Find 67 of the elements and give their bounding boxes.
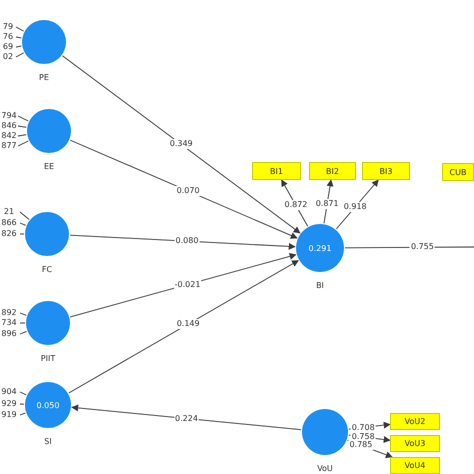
edge-label: 0.349 [168, 139, 194, 150]
edge-label: 842 [0, 131, 18, 141]
arrow [70, 140, 298, 239]
arrow [62, 55, 301, 234]
edge-label: 0.080 [174, 236, 200, 246]
edge-label: 69 [2, 42, 14, 52]
indicator-box: BI2 [309, 162, 356, 180]
edge-label: 734 [0, 318, 18, 328]
indicator-box: CUB [442, 163, 474, 181]
indicator-box: VoU2 [390, 413, 440, 430]
connector-line [20, 312, 27, 316]
indicator-box: BI1 [252, 162, 301, 180]
edge-label: 0.149 [176, 319, 201, 330]
connector-line [18, 126, 27, 128]
indicator-box: VoU3 [390, 435, 440, 452]
edge-label: 846 [0, 121, 18, 131]
connector-line [18, 134, 27, 136]
edge-label: 0.708 [350, 422, 376, 433]
arrow [70, 234, 296, 250]
edge-label: -0.021 [174, 280, 202, 290]
connector-line [16, 52, 24, 58]
variable-label: FC [42, 265, 52, 274]
variable-label: VoU [317, 464, 333, 473]
edge-label: 0.755 [410, 242, 435, 252]
connector-line [20, 322, 26, 324]
edge-label: 0.070 [176, 186, 201, 196]
edge-label: 0.785 [348, 440, 374, 450]
edge-label: 0.872 [283, 200, 308, 210]
connector-line [16, 46, 22, 48]
edge-label: 79 [2, 22, 14, 32]
latent-variable-circle: 0.050 [25, 382, 71, 428]
edge-label: 826 [0, 229, 18, 239]
edge-label: 794 [0, 111, 18, 121]
variable-label: EE [44, 162, 54, 171]
connector-line [16, 36, 22, 38]
edge-label: 919 [0, 410, 18, 420]
edge-label: 892 [0, 308, 18, 318]
edge-label: 02 [2, 52, 14, 62]
variable-label: PIIT [40, 354, 56, 363]
variable-label: SI [44, 437, 52, 446]
arrow [70, 252, 297, 318]
edge-label: 76 [2, 32, 14, 42]
arrow [68, 260, 299, 394]
variable-label: BI [316, 281, 324, 290]
latent-variable-circle: 0.291 [296, 224, 344, 272]
edge-label: 904 [0, 387, 18, 397]
edge-label: 866 [0, 218, 18, 228]
arrow [71, 404, 302, 430]
edge-label: 896 [0, 329, 18, 339]
edge-label: 877 [0, 141, 18, 151]
variable-label: PE [39, 73, 49, 82]
connector-line [18, 140, 29, 146]
connector-line [18, 116, 29, 122]
edge-label: 21 [2, 207, 16, 217]
connector-line [20, 404, 24, 405]
connector-line [20, 222, 26, 226]
connector-line [20, 212, 30, 220]
indicator-box: VoU4 [390, 457, 440, 474]
indicator-box: BI3 [362, 162, 410, 180]
connector-line [20, 392, 27, 396]
edge-label: 0.871 [314, 198, 340, 209]
connector-line [20, 412, 26, 416]
edge-label: 0.918 [342, 202, 368, 212]
connector-line [16, 26, 24, 32]
edge-label: 0.224 [174, 414, 199, 424]
connector-line [20, 330, 28, 334]
edge-label: 929 [0, 399, 18, 409]
